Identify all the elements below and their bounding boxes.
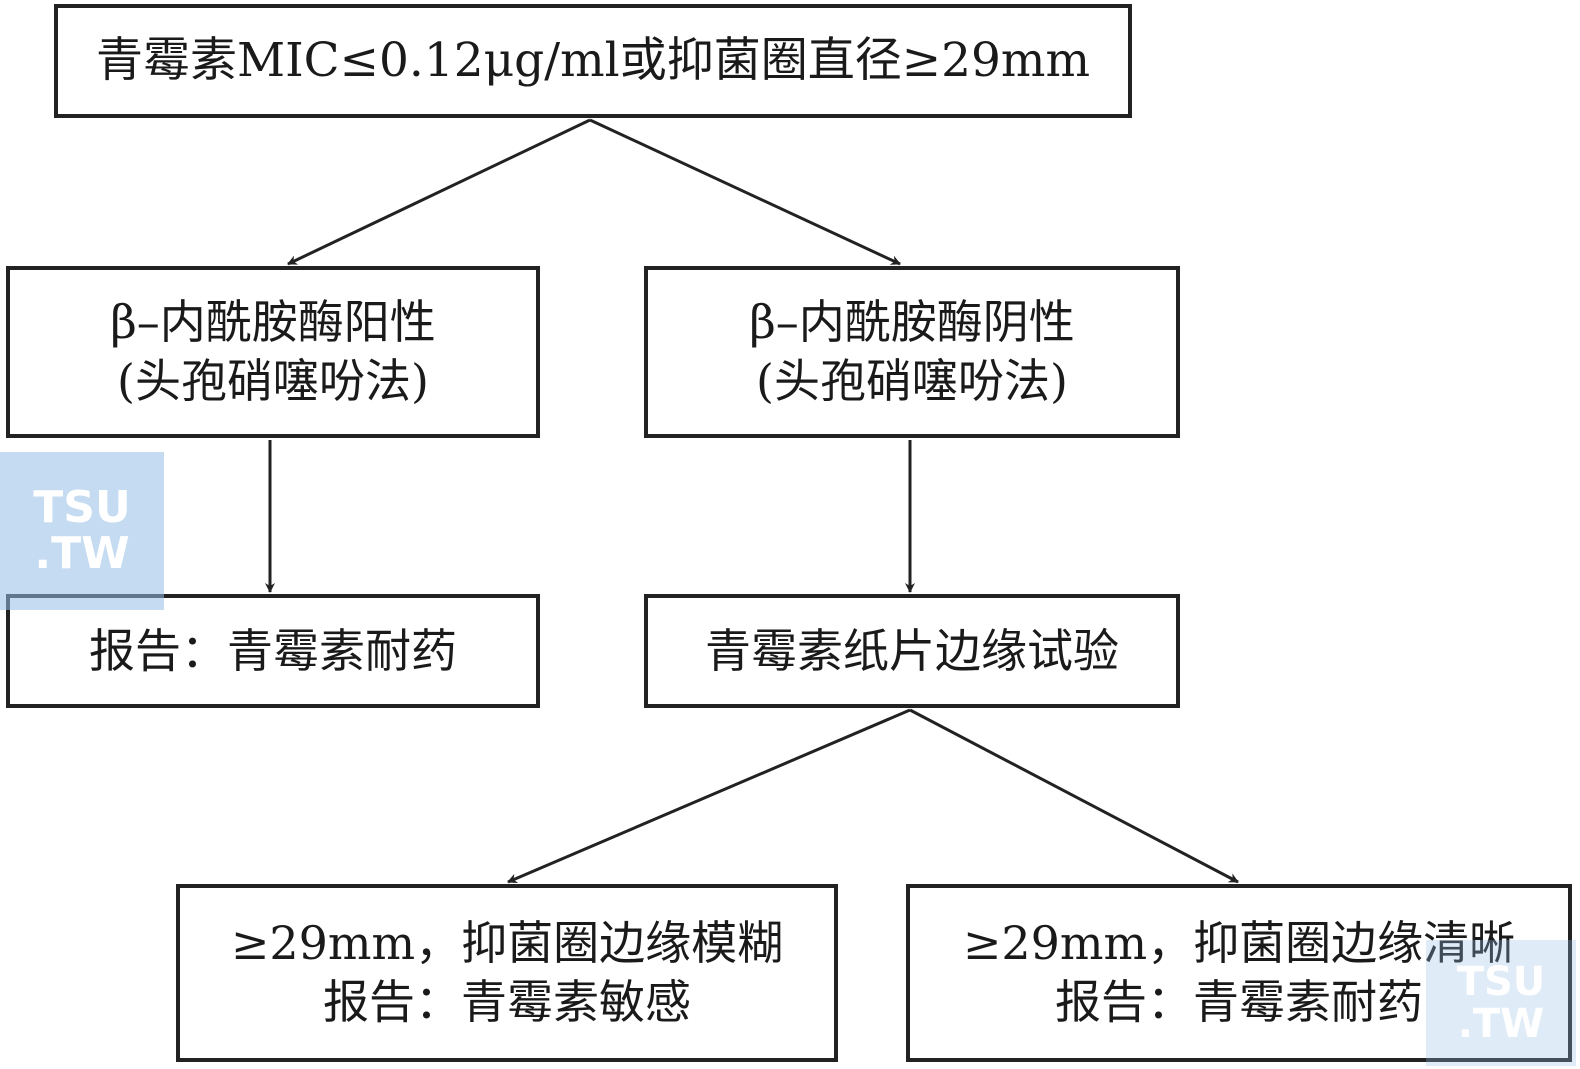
watermark-text-1: TSU bbox=[1456, 959, 1546, 1005]
watermark-text-1: TSU bbox=[33, 481, 131, 533]
node-subtext: 报告：青霉素耐药 bbox=[1055, 975, 1423, 1029]
node-text: 青霉素纸片边缘试验 bbox=[705, 623, 1119, 678]
watermark-logo: TSU .TW bbox=[1426, 940, 1576, 1066]
node-text: β–内酰胺酶阴性 bbox=[749, 295, 1075, 350]
node-beta-lactamase-negative: β–内酰胺酶阴性 (头孢硝噻吩法) bbox=[644, 266, 1180, 438]
node-text: ≥29mm，抑菌圈边缘模糊 bbox=[230, 916, 784, 971]
node-text: β–内酰胺酶阳性 bbox=[110, 295, 436, 350]
arrow-top-to-negative bbox=[589, 118, 901, 266]
node-penicillin-mic-criteria: 青霉素MIC≤0.12μg/ml或抑菌圈直径≥29mm bbox=[54, 4, 1132, 118]
watermark-logo: TSU .TW bbox=[0, 452, 164, 610]
node-text: 报告：青霉素耐药 bbox=[89, 623, 457, 678]
node-fuzzy-edge-sensitive: ≥29mm，抑菌圈边缘模糊 报告：青霉素敏感 bbox=[176, 884, 838, 1062]
watermark-text-2: .TW bbox=[1457, 1001, 1545, 1047]
node-beta-lactamase-positive: β–内酰胺酶阳性 (头孢硝噻吩法) bbox=[6, 266, 540, 438]
arrow-top-to-positive bbox=[287, 118, 591, 266]
node-penicillin-disk-edge-test: 青霉素纸片边缘试验 bbox=[644, 594, 1180, 708]
node-sharp-edge-resistant: ≥29mm，抑菌圈边缘清晰 报告：青霉素耐药 bbox=[906, 884, 1572, 1062]
node-subtext: (头孢硝噻吩法) bbox=[756, 354, 1068, 408]
node-text: 青霉素MIC≤0.12μg/ml或抑菌圈直径≥29mm bbox=[95, 32, 1091, 88]
node-report-penicillin-resistant: 报告：青霉素耐药 bbox=[6, 594, 540, 708]
arrow-edge-to-fuzzy bbox=[507, 708, 911, 884]
node-subtext: (头孢硝噻吩法) bbox=[117, 354, 429, 408]
watermark-text-2: .TW bbox=[34, 528, 130, 579]
node-text: ≥29mm，抑菌圈边缘清晰 bbox=[962, 916, 1516, 971]
node-subtext: 报告：青霉素敏感 bbox=[323, 975, 691, 1029]
arrow-edge-to-sharp bbox=[909, 708, 1239, 884]
